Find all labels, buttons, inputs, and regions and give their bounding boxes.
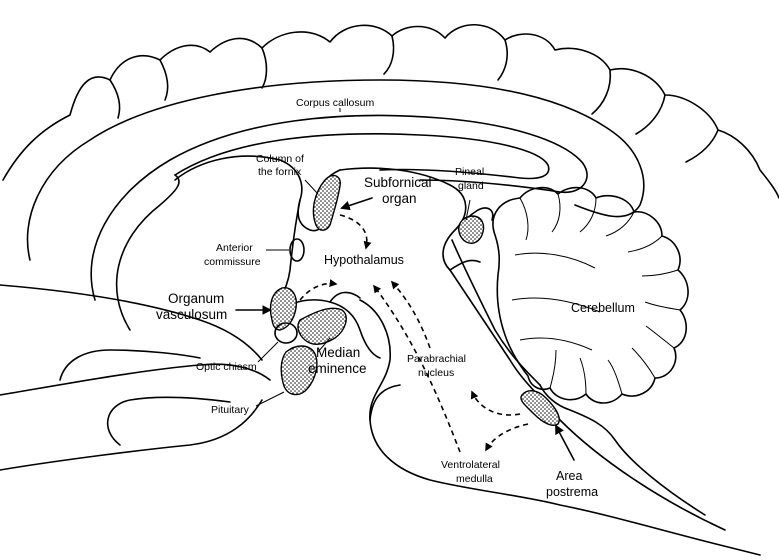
label-hypothalamus: Hypothalamus <box>324 253 404 267</box>
dashed-arrow-ap-medulla <box>485 423 529 452</box>
label-ventrolateral-2: medulla <box>456 473 493 485</box>
label-pineal-2: gland <box>458 180 484 192</box>
temporal-lobe <box>0 399 263 471</box>
cerebellum-folia-5 <box>627 235 663 253</box>
cerebellum-folia-10 <box>607 359 623 395</box>
cerebellum-inner-2 <box>511 297 601 313</box>
subfornical-arrow <box>340 197 373 211</box>
label-organum-1: Organum <box>168 291 224 306</box>
label-column-fornix-1: Column of <box>256 153 304 165</box>
frontal-lower-outline <box>0 284 263 361</box>
thalamus-outline <box>339 167 467 271</box>
label-cerebellum: Cerebellum <box>571 301 635 315</box>
leader-fornix <box>304 179 319 195</box>
sulcus-4 <box>383 35 395 75</box>
leader-median-eminence <box>317 337 331 353</box>
cerebellum-folia-11 <box>579 357 587 395</box>
label-area-postrema-2: postrema <box>546 485 598 499</box>
cerebellum-folia-7 <box>644 301 681 311</box>
sulcus-3 <box>261 47 268 89</box>
brainstem-anterior <box>359 299 761 556</box>
cerebellum-folia-3 <box>579 197 597 233</box>
mammillary-body <box>329 291 361 303</box>
cortex-outline <box>2 24 779 199</box>
area-postrema-arrow <box>555 424 575 461</box>
cingulate-gyrus <box>26 79 645 261</box>
dashed-arrow-parabrachial-hypothalamus <box>390 280 431 349</box>
sulcus-2 <box>159 59 169 101</box>
label-corpus-callosum: Corpus callosum <box>296 97 374 109</box>
label-parabrachial-2: nucleus <box>418 367 454 379</box>
tectum <box>449 259 481 271</box>
area-postrema <box>520 390 560 426</box>
label-optic-chiasm: Optic chiasm <box>196 361 257 373</box>
sulcus-8 <box>685 129 719 163</box>
dashed-arrow-ovlt-hypothalamus <box>299 279 338 301</box>
dashed-arrow-ap-parabrachial <box>470 390 521 416</box>
label-column-fornix-2: the fornix <box>258 166 302 178</box>
dashed-arrow-sfo-hypothalamus <box>339 214 372 250</box>
label-median-eminence-2: eminence <box>308 361 367 376</box>
cerebellum-folia-4 <box>605 211 635 237</box>
aqueduct <box>451 239 541 386</box>
sulcus-5 <box>497 39 508 81</box>
label-anterior-commissure-2: commissure <box>204 256 261 268</box>
fourth-ventricle <box>539 384 706 516</box>
leader-pineal <box>465 199 471 221</box>
label-area-postrema-1: Area <box>556 469 582 483</box>
optic-chiasm-shape <box>274 322 298 344</box>
leader-optic-chiasm <box>257 341 279 363</box>
hypothalamus-floor <box>289 299 381 359</box>
sulcus-7 <box>635 94 666 135</box>
cerebellum-folia-8 <box>645 325 675 349</box>
sulcus-1 <box>109 79 121 119</box>
pituitary-gland <box>280 345 318 396</box>
subfornical-organ <box>312 174 341 231</box>
corpus-callosum-outer <box>90 114 588 301</box>
median-eminence <box>297 307 347 345</box>
label-organum-2: vasculosum <box>156 307 227 322</box>
cerebellum-folia-1 <box>519 197 529 241</box>
label-parabrachial-1: Parabrachial <box>407 353 466 365</box>
dashed-arrow-medulla-hypothalamus <box>373 284 461 453</box>
orbital-gyrus <box>0 363 271 396</box>
subcallosal-gyrus <box>59 349 201 381</box>
cerebellum-folia-2 <box>551 193 561 233</box>
label-pituitary: Pituitary <box>211 404 250 416</box>
pons-bulge <box>369 384 401 421</box>
label-ventrolateral-1: Ventrolateral <box>441 459 500 471</box>
leader-pituitary <box>255 391 285 407</box>
label-subfornical-1: Subfornical <box>364 175 432 190</box>
cerebellum-folia-9 <box>631 347 656 379</box>
cerebellum-folia-12 <box>549 349 557 389</box>
label-subfornical-2: organ <box>382 191 417 206</box>
cerebellum-folia-6 <box>641 269 679 277</box>
label-median-eminence-1: Median <box>316 345 360 360</box>
corpus-callosum-inner <box>174 133 550 180</box>
label-anterior-commissure-1: Anterior <box>216 242 253 254</box>
anterior-commissure-shape <box>289 238 305 262</box>
pineal-gland <box>458 215 485 244</box>
cerebellum-inner-3 <box>519 337 593 351</box>
temporal-pole <box>106 396 231 446</box>
sulcus-6 <box>591 69 612 115</box>
label-pineal-1: Pineal <box>455 166 484 178</box>
cerebellum-inner-1 <box>514 252 596 269</box>
